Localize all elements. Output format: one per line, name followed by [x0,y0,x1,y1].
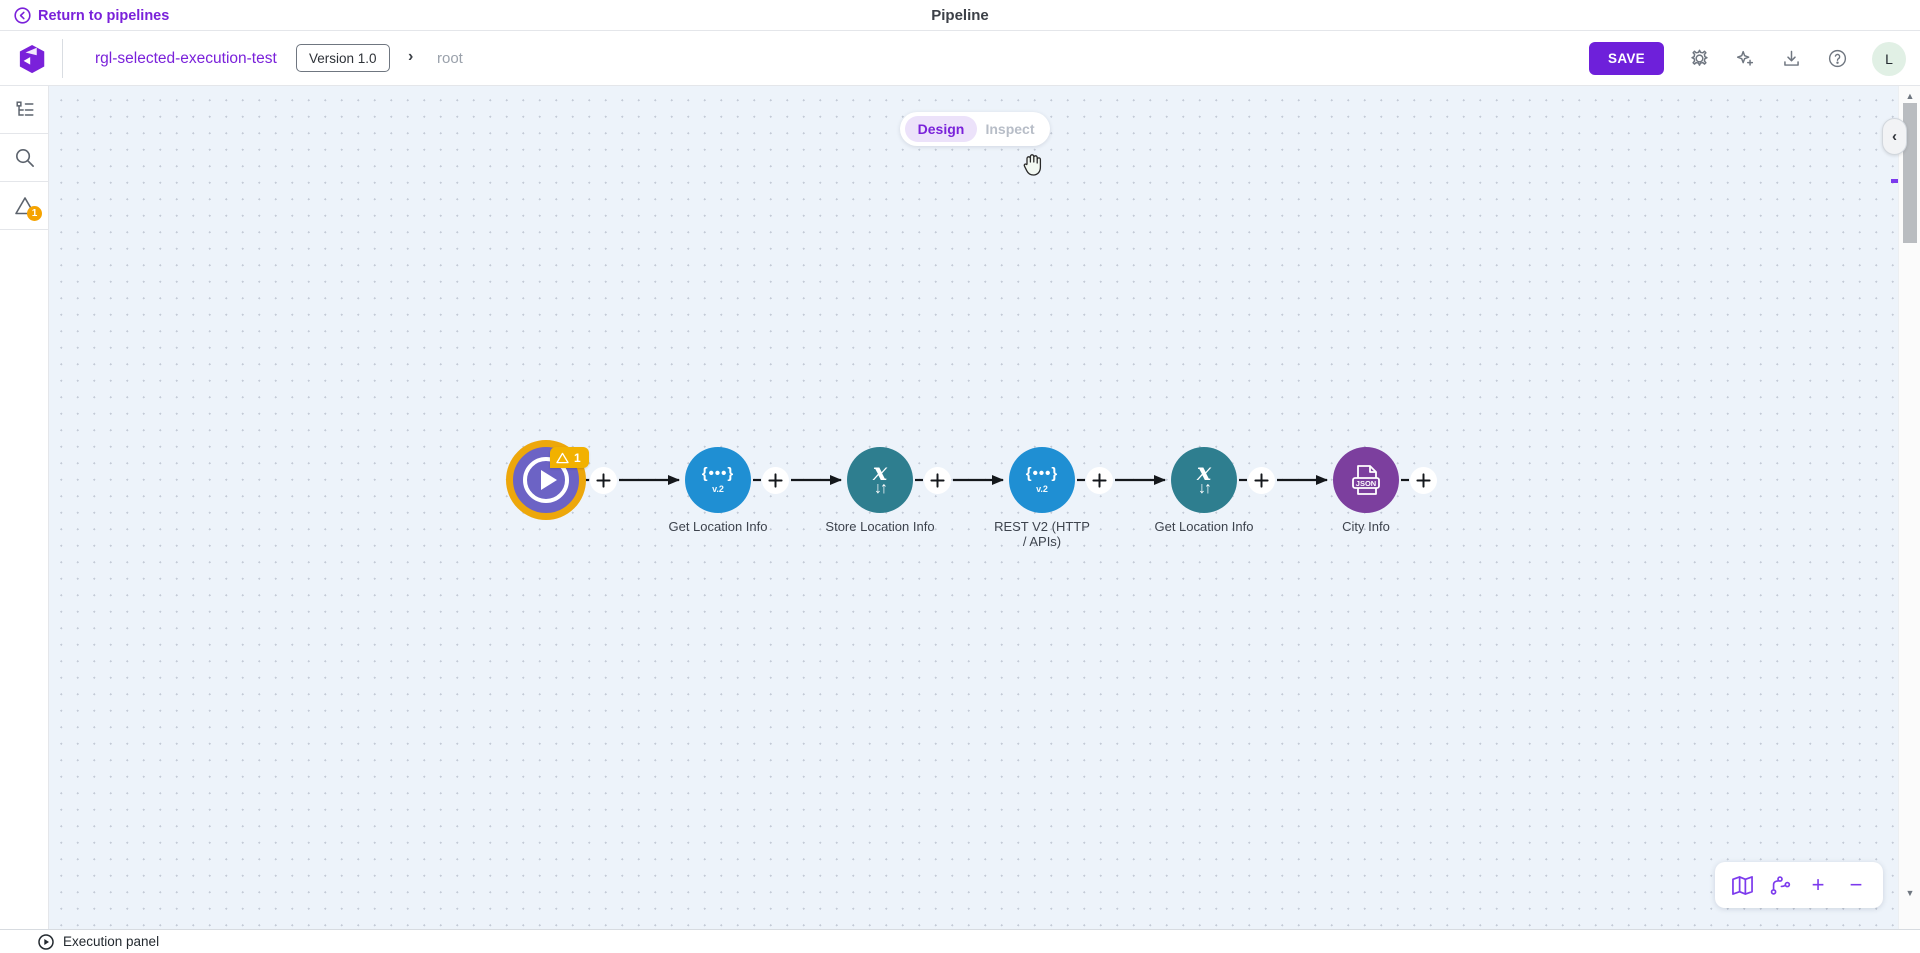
mapper-snap-icon[interactable]: x ↓↑ [847,447,913,513]
execution-play-icon [38,933,54,950]
sidebar-warnings-button[interactable]: 1 [0,182,49,230]
help-icon[interactable] [1826,48,1848,70]
left-sidebar: 1 [0,86,49,929]
zoom-in-icon[interactable]: + [1811,872,1825,897]
download-icon[interactable] [1780,48,1802,70]
add-snap-button[interactable] [924,467,951,494]
node-city-info: JSON City Info [1296,447,1436,534]
sidebar-pipeline-tree-button[interactable] [0,86,49,134]
play-icon [523,457,569,503]
auto-layout-icon[interactable] [1767,872,1793,898]
back-arrow-icon [14,7,31,24]
save-button[interactable]: SAVE [1589,42,1664,75]
ai-sparkles-icon[interactable] [1734,48,1756,70]
breadcrumb-current: root [437,50,463,67]
page-title: Pipeline [931,7,989,24]
json-doc-icon[interactable]: JSON [1333,447,1399,513]
scroll-down-arrow[interactable]: ▼ [1905,888,1915,898]
app-logo-icon[interactable] [18,44,48,74]
mode-toggle: Design Inspect [900,112,1050,146]
add-snap-button[interactable] [1248,467,1275,494]
mapper-snap-icon[interactable]: x ↓↑ [1171,447,1237,513]
return-to-pipelines-link[interactable]: Return to pipelines [14,0,169,31]
return-label: Return to pipelines [38,7,170,24]
zoom-out-icon[interactable]: − [1849,872,1863,897]
canvas-controls: + − [1715,862,1883,908]
vertical-scrollbar[interactable]: ▲ ▼ [1898,86,1920,929]
snap-version: v.2 [712,484,724,494]
node-store-location-info: x ↓↑ Store Location Info [810,447,950,534]
snap-version: v.2 [1036,484,1048,494]
json-snap-icon[interactable]: {•••} v.2 [685,447,751,513]
version-badge[interactable]: Version 1.0 [296,44,390,72]
node-label: City Info [1342,519,1390,534]
execution-panel-bar[interactable]: Execution panel [0,929,1920,953]
node-label: REST V2 (HTTP / APIs) [994,519,1090,549]
json-snap-icon[interactable]: {•••} v.2 [1009,447,1075,513]
tab-inspect[interactable]: Inspect [985,121,1035,137]
warning-count: 1 [574,450,581,465]
node-label: Store Location Info [825,519,935,534]
grab-hand-cursor [1023,154,1042,176]
scroll-up-arrow[interactable]: ▲ [1905,91,1915,101]
pipeline-canvas[interactable]: Design Inspect [49,86,1898,929]
top-bar: Return to pipelines Pipeline [0,0,1920,31]
node-warning-badge[interactable]: 1 [550,447,589,468]
breadcrumb-chevron-icon: › [408,48,414,65]
add-snap-button[interactable] [1086,467,1113,494]
collapse-right-panel-button[interactable]: ‹ [1882,118,1907,155]
header-divider [62,39,63,78]
execution-panel-label: Execution panel [63,934,160,949]
add-snap-button[interactable] [762,467,789,494]
add-snap-button[interactable] [590,467,617,494]
node-label: Get Location Info [1154,519,1254,534]
pipeline-tree-icon [15,100,34,116]
sidebar-search-button[interactable] [0,134,49,182]
add-snap-button[interactable] [1410,467,1437,494]
node-get-location-info-2: x ↓↑ Get Location Info [1134,447,1274,534]
node-get-location-info-1: {•••} v.2 Get Location Info [648,447,788,534]
warning-triangle-icon [14,196,35,214]
warning-icon [556,452,569,463]
settings-gear-icon[interactable] [1688,48,1710,70]
scroll-position-marker [1891,179,1898,183]
header-bar: rgl-selected-execution-test Version 1.0 … [0,31,1920,86]
start-selection-ring [506,440,586,520]
warnings-count-badge: 1 [27,206,42,221]
node-label: Get Location Info [668,519,768,534]
node-rest-v2: {•••} v.2 REST V2 (HTTP / APIs) [972,447,1112,549]
svg-text:JSON: JSON [1356,479,1376,488]
pipeline-connectors [581,475,1409,485]
pipeline-name[interactable]: rgl-selected-execution-test [95,49,277,67]
user-avatar[interactable]: L [1872,41,1906,76]
tab-design[interactable]: Design [905,116,977,142]
search-icon [16,149,34,167]
minimap-icon[interactable] [1729,872,1755,898]
node-start[interactable]: 1 [506,440,589,520]
